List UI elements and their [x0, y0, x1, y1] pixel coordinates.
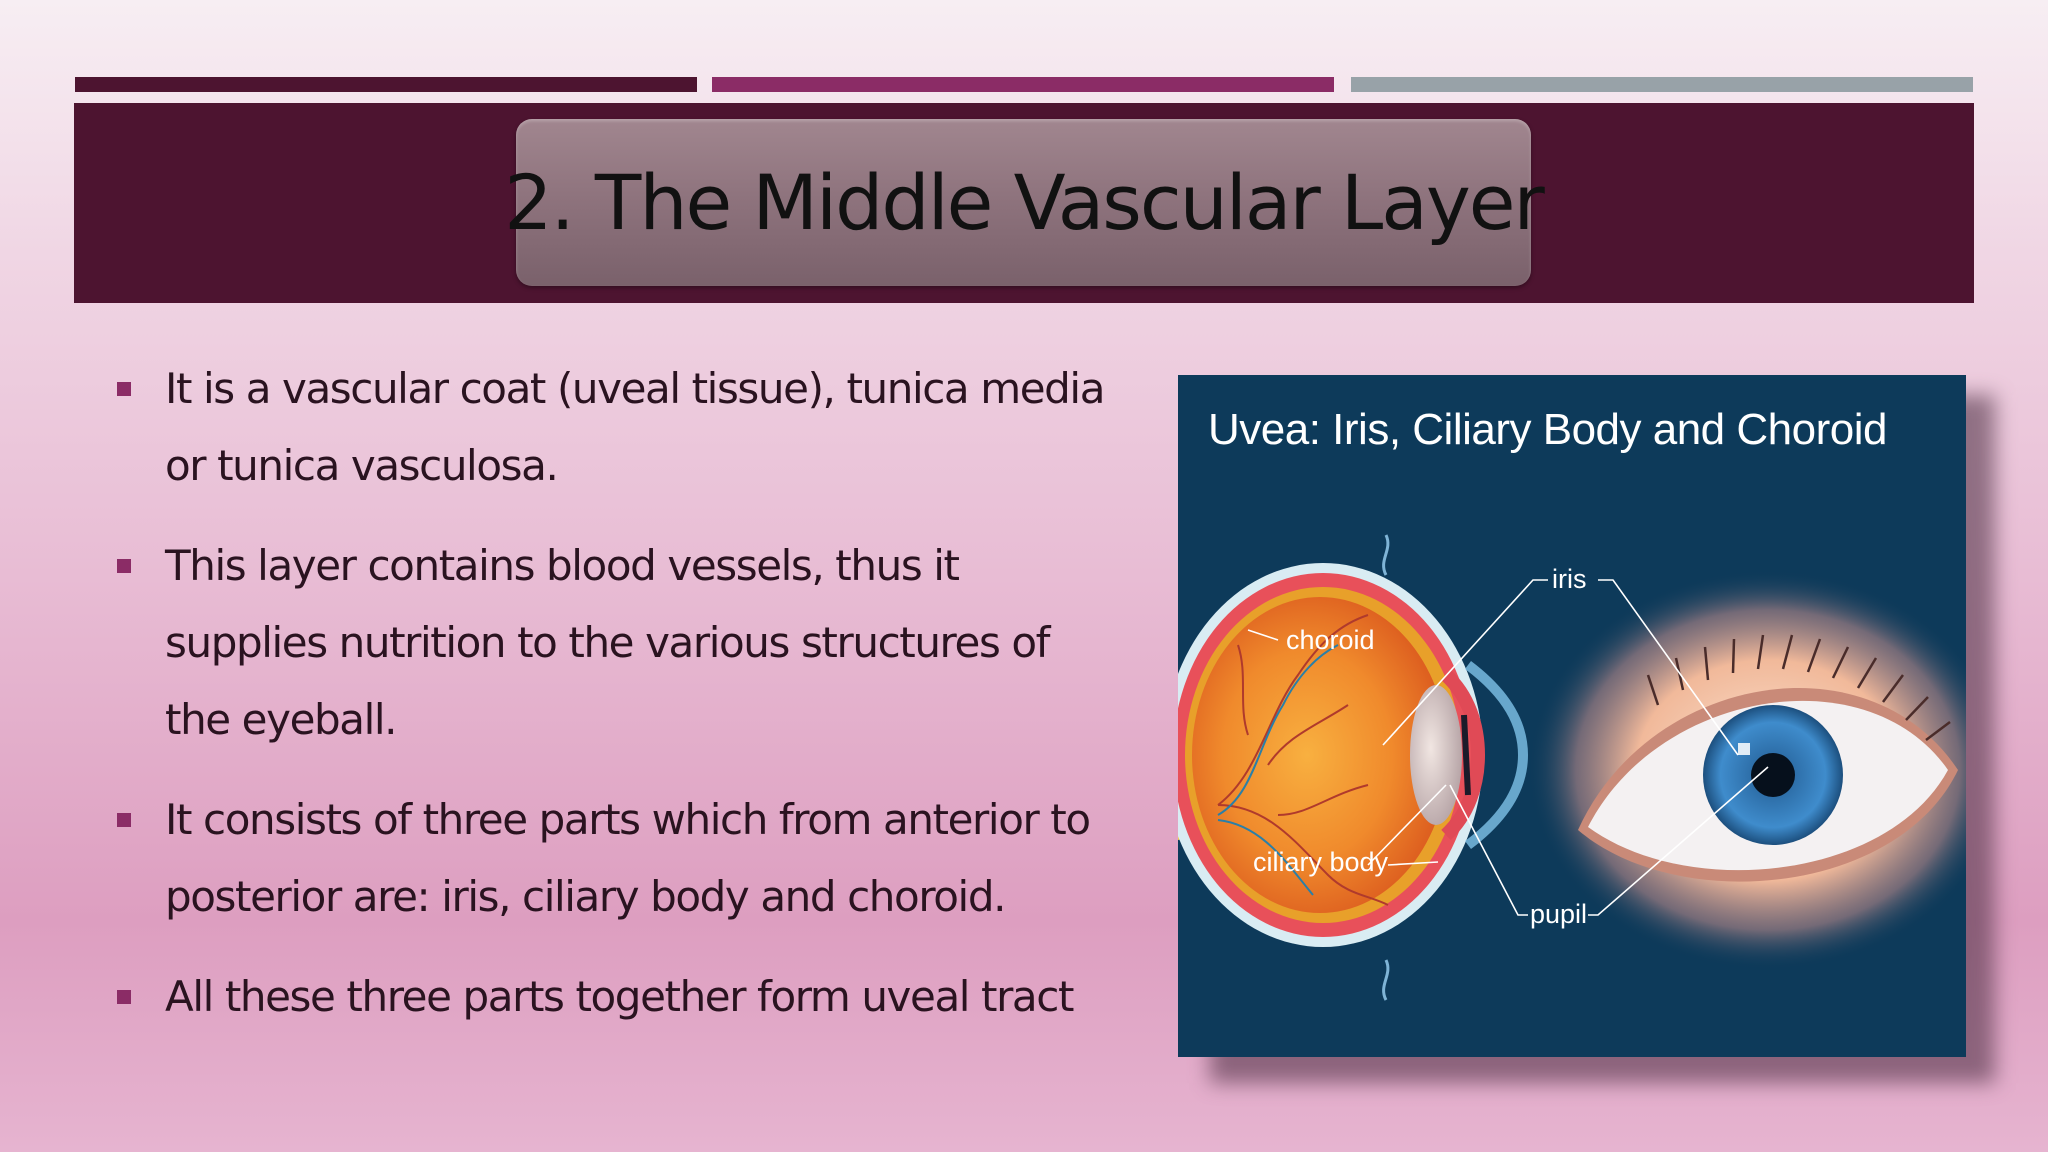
iris-cross-section-shape	[1461, 714, 1471, 796]
title-box: 2. The Middle Vascular Layer	[504, 119, 1545, 286]
bullet-marker-icon	[117, 382, 131, 396]
bullet-list: It is a vascular coat (uveal tissue), tu…	[110, 350, 1110, 1058]
bullet-item: This layer contains blood vessels, thus …	[110, 527, 1110, 758]
pupil-shape	[1751, 753, 1795, 797]
blood-vessels-shape	[1217, 614, 1389, 906]
bullet-marker-icon	[117, 990, 131, 1004]
bullet-item: It consists of three parts which from an…	[110, 781, 1110, 935]
figure-title: Uvea: Iris, Ciliary Body and Choroid	[1208, 405, 1887, 454]
bullet-text: This layer contains blood vessels, thus …	[165, 541, 1050, 744]
bullet-text: It consists of three parts which from an…	[165, 795, 1091, 921]
bullet-marker-icon	[117, 559, 131, 573]
uvea-figure: choroid ciliary body iris pupil Uvea: Ir…	[1178, 375, 1966, 1057]
bullet-marker-icon	[117, 813, 131, 827]
top-stripe-magenta	[712, 77, 1334, 92]
top-stripe-grey	[1351, 77, 1973, 92]
bullet-text: All these three parts together form uvea…	[165, 972, 1074, 1021]
bullet-text: It is a vascular coat (uveal tissue), tu…	[165, 364, 1105, 490]
eye-highlight-shape	[1738, 743, 1750, 755]
label-leader-lines	[1247, 579, 1769, 916]
slide-title: 2. The Middle Vascular Layer	[504, 158, 1545, 247]
label-ciliary-body: ciliary body	[1253, 847, 1389, 877]
top-stripe-dark	[75, 77, 697, 92]
bullet-item: All these three parts together form uvea…	[110, 958, 1110, 1035]
lens-shape	[1410, 685, 1462, 825]
bullet-item: It is a vascular coat (uveal tissue), tu…	[110, 350, 1110, 504]
label-choroid: choroid	[1286, 625, 1375, 655]
label-iris: iris	[1552, 564, 1587, 594]
eye-illustration: choroid ciliary body iris pupil	[1178, 534, 1966, 1001]
cornea-shape	[1464, 661, 1529, 849]
label-pupil: pupil	[1530, 899, 1587, 929]
ciliary-body-shape	[1441, 669, 1486, 841]
